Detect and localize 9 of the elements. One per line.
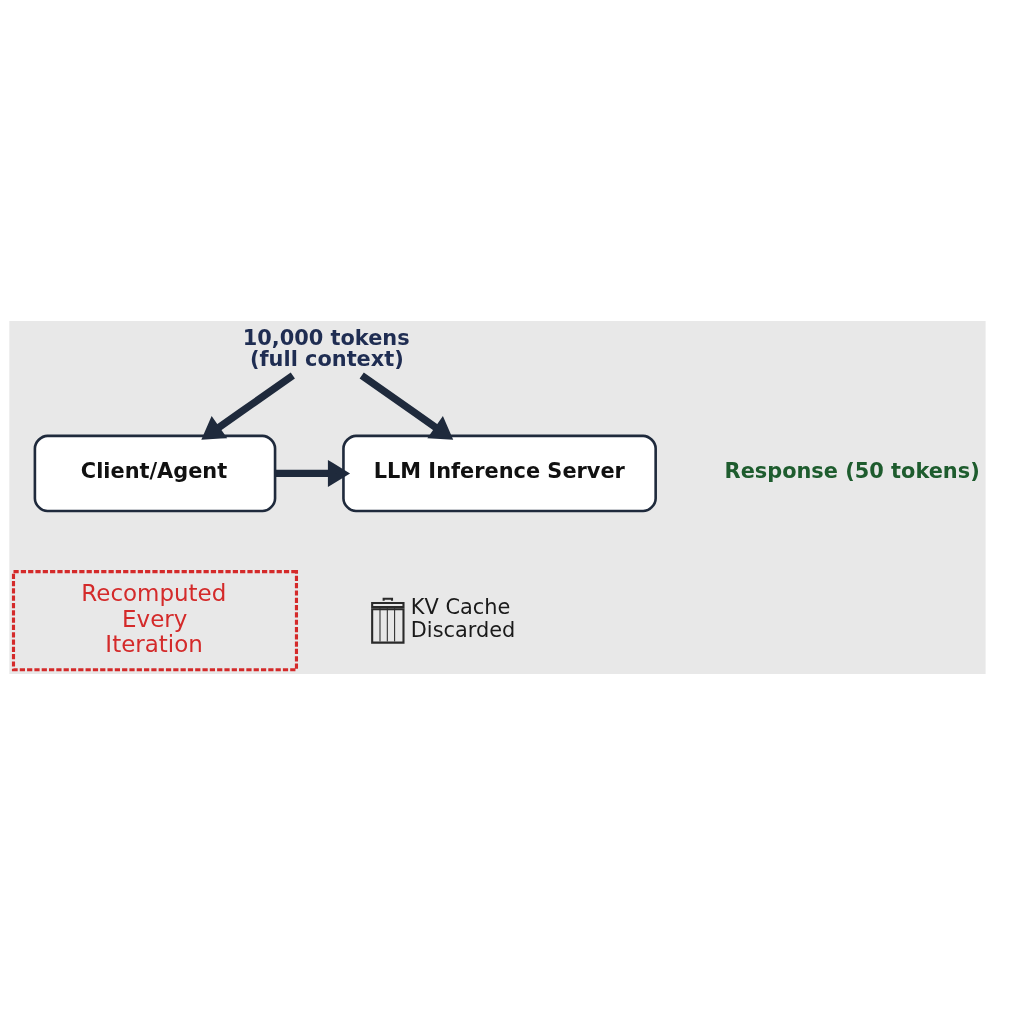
node-box: Client/Agent	[33, 434, 276, 512]
node-label: Response (50 tokens)	[724, 458, 980, 483]
node-box: LLM Inference Server	[341, 434, 657, 512]
label: KV Cache Discarded	[410, 594, 515, 642]
node-box: Recomputed Every Iteration	[11, 569, 298, 671]
arrow	[200, 372, 295, 440]
node-text: 10,000 tokens (full context)	[242, 325, 410, 371]
arrow	[359, 372, 453, 440]
arrow	[274, 459, 350, 487]
